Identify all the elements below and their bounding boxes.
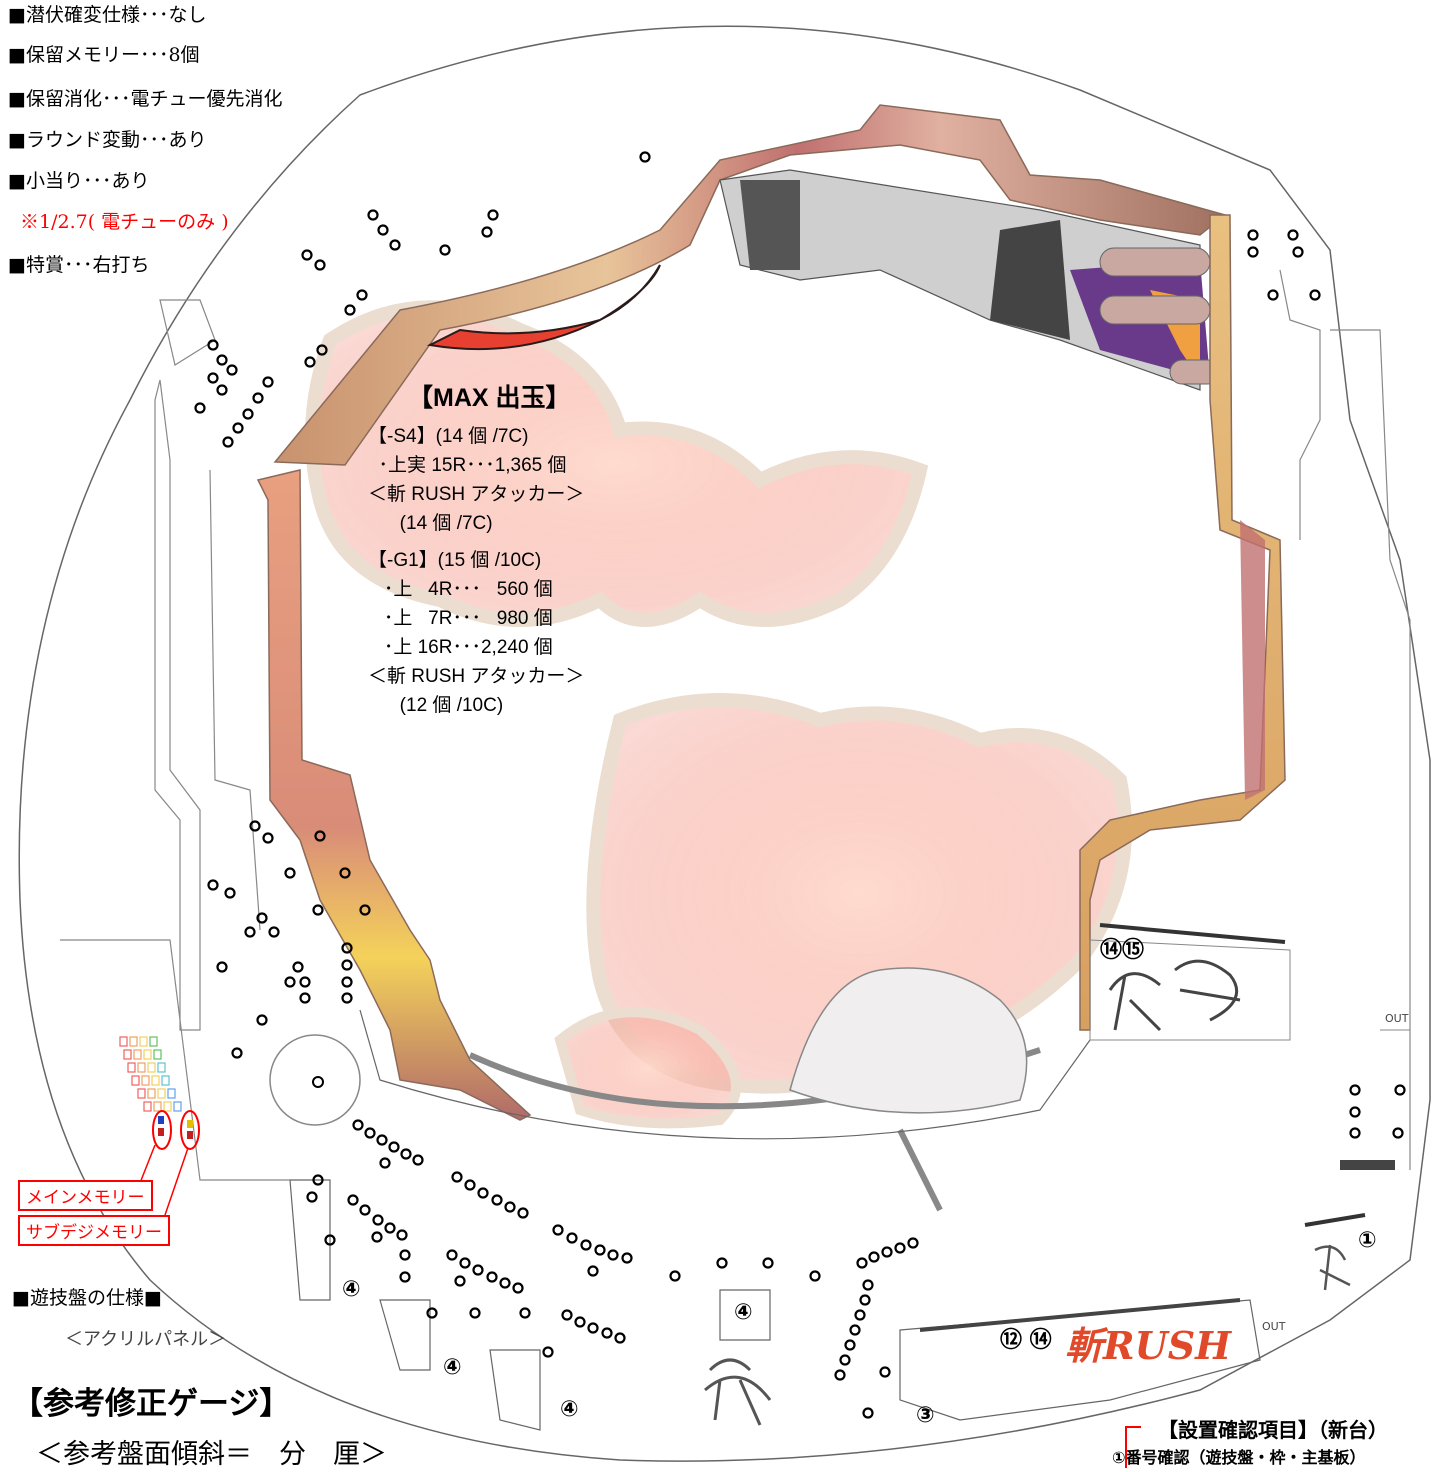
spec-small-hit-note: ※1/2.7( 電チューのみ )	[20, 211, 229, 233]
marker-4: ④	[734, 1300, 753, 1325]
max-line: ＜斬 RUSH アタッカー＞	[368, 484, 585, 505]
max-line: (14 個 /7C)	[368, 513, 493, 534]
nail-pins	[194, 151, 1406, 1419]
max-line: ･上 16R･･･2,240 個	[368, 637, 553, 658]
max-line: ･上 7R･･･ 980 個	[368, 608, 553, 629]
top-mechanism	[719, 169, 1201, 391]
spec-round-change: ■ラウンド変動･･･あり	[8, 129, 207, 151]
out-label: OUT	[1385, 1012, 1409, 1025]
max-line: (12 個 /10C)	[368, 695, 504, 716]
acrylic-panel-label: ＜アクリルパネル＞	[65, 1329, 227, 1350]
marker-4: ④	[560, 1397, 579, 1422]
max-payout-title: 【MAX 出玉】	[408, 384, 571, 412]
logo-hime-small	[1314, 1244, 1351, 1291]
marker-1: ①	[1358, 1228, 1377, 1253]
spec-jackpot: ■特賞･･･右打ち	[8, 254, 150, 276]
install-confirm-item-1: ①番号確認（遊技盤・枠・主基板）	[1112, 1448, 1366, 1467]
logo-hime	[704, 1358, 772, 1426]
board-slope-label: ＜参考盤面傾斜＝ 分 厘＞	[36, 1439, 387, 1470]
marker-4: ④	[443, 1355, 462, 1380]
top-frame	[273, 104, 1227, 466]
board-spec-heading: ■遊技盤の仕様■	[12, 1287, 162, 1309]
sub-digit-memory-label: サブデジメモリー	[18, 1215, 170, 1246]
max-line	[368, 538, 688, 546]
out-label: OUT	[1262, 1320, 1286, 1333]
logo-taiko	[1108, 959, 1241, 1032]
left-frame	[256, 469, 532, 1121]
zan-rush-logo: 斬RUSH	[1065, 1323, 1232, 1368]
main-memory-label: メインメモリー	[18, 1180, 153, 1211]
max-line: 【-G1】(15 個 /10C)	[368, 550, 542, 571]
max-payout-block: 【MAX 出玉】 【-S4】(14 個 /7C) ･上実 15R･･･1,365…	[368, 378, 688, 720]
max-line: 【-S4】(14 個 /7C)	[368, 426, 529, 447]
spec-memory: ■保留メモリー･･･8個	[8, 44, 200, 66]
spec-digestion: ■保留消化･･･電チュー優先消化	[8, 88, 283, 110]
board-outline	[18, 25, 1431, 1462]
confirm-bracket	[1125, 1426, 1141, 1468]
install-confirm-title: 【設置確認項目】（新台）	[1158, 1418, 1388, 1442]
marker-12-14: ⑫ ⑭	[1000, 1328, 1052, 1353]
marker-3: ③	[916, 1403, 935, 1428]
spec-small-hit: ■小当り･･･あり	[8, 170, 150, 192]
memory-lamps	[119, 1036, 200, 1216]
marker-14-15: ⑭⑮	[1100, 938, 1145, 963]
max-line: ･上 4R･･･ 560 個	[368, 579, 553, 600]
spec-latent: ■潜伏確変仕様･･･なし	[8, 4, 207, 26]
max-line: ･上実 15R･･･1,365 個	[368, 455, 567, 476]
artwork-flames	[305, 300, 1132, 1129]
windmill	[269, 1034, 361, 1126]
max-line: ＜斬 RUSH アタッカー＞	[368, 666, 585, 687]
marker-4: ④	[342, 1277, 361, 1302]
gauge-title: 【参考修正ゲージ】	[12, 1386, 291, 1422]
